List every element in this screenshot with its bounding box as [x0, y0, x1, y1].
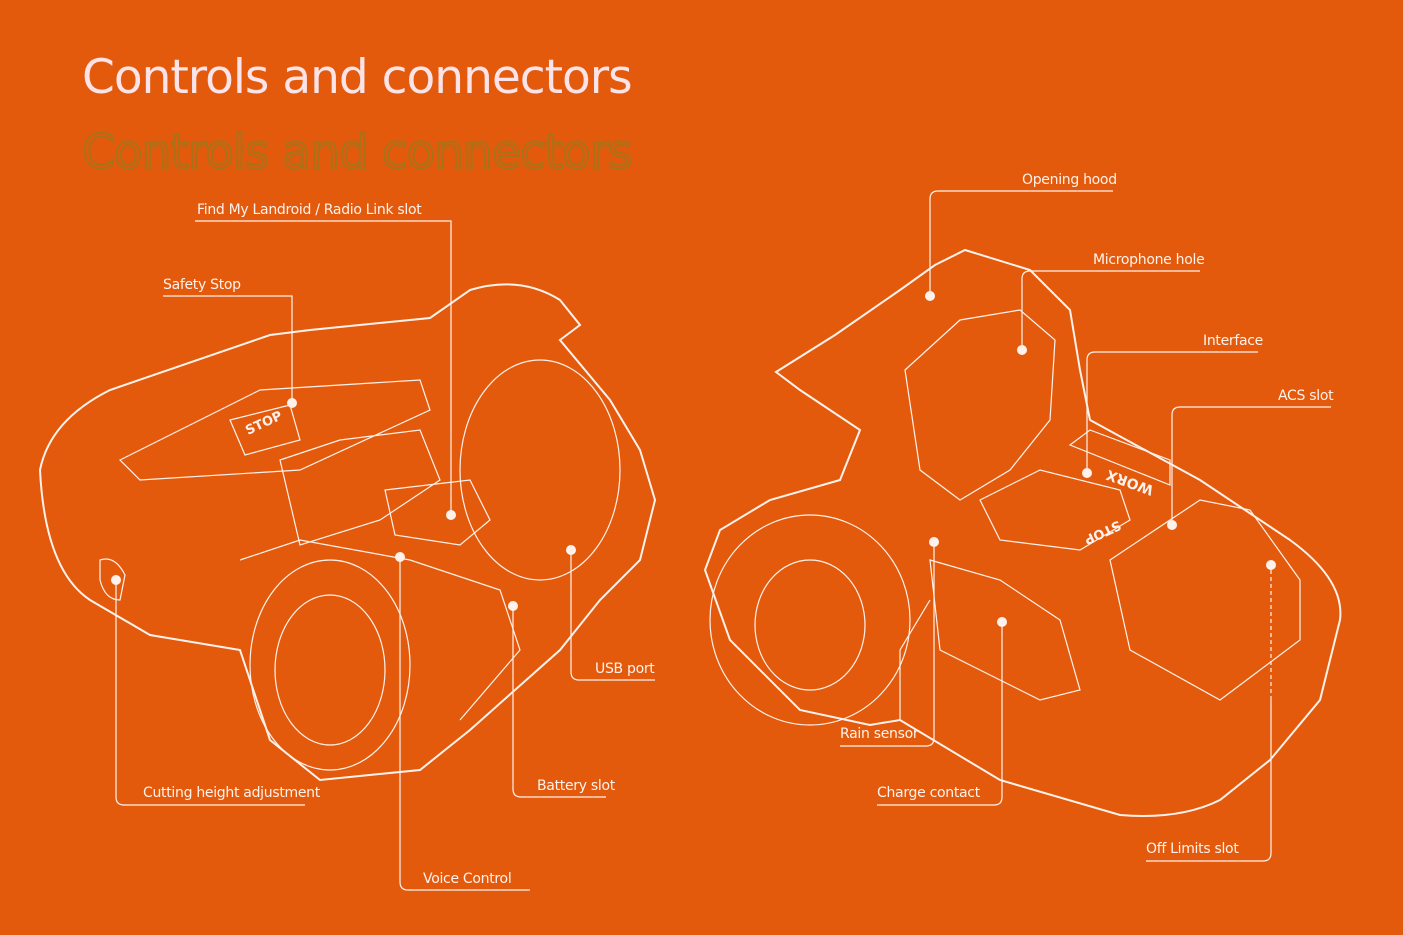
brand-logo: WORX: [1104, 466, 1156, 498]
label-safety-stop: Safety Stop: [163, 277, 241, 293]
label-microphone-hole: Microphone hole: [1093, 252, 1205, 268]
label-charge-contact: Charge contact: [877, 785, 980, 801]
callout-dots: [111, 291, 1276, 627]
label-voice-control: Voice Control: [423, 871, 512, 887]
label-off-limits-slot: Off Limits slot: [1146, 841, 1239, 857]
leader-lines: [115, 190, 1331, 891]
label-battery-slot: Battery slot: [537, 778, 615, 794]
label-acs-slot: ACS slot: [1278, 388, 1334, 404]
label-usb-port: USB port: [595, 661, 655, 677]
label-interface: Interface: [1203, 333, 1263, 349]
page-title-shadow: Controls and connectors: [81, 124, 634, 181]
page-title: Controls and connectors: [82, 50, 633, 105]
stop-button-marking: STOP: [243, 409, 285, 439]
label-rain-sensor: Rain sensor: [840, 726, 919, 742]
label-opening-hood: Opening hood: [1022, 172, 1117, 188]
label-find-my-landroid: Find My Landroid / Radio Link slot: [197, 202, 422, 218]
right-mower-illustration: [703, 248, 1342, 817]
label-cutting-height: Cutting height adjustment: [143, 785, 320, 801]
left-mower-illustration: [38, 283, 657, 782]
stop-button-marking-right: STOP: [1082, 517, 1124, 547]
